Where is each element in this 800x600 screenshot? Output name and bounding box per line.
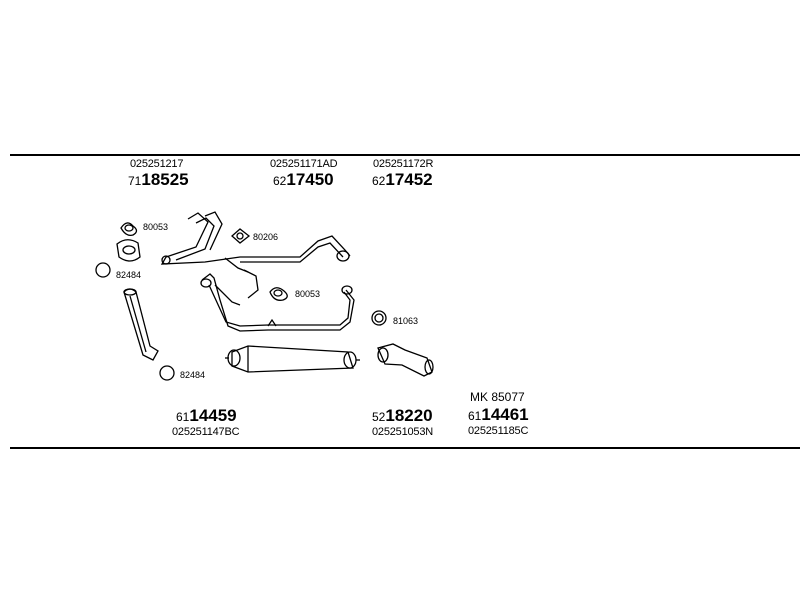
oe-number: 025251172R (373, 158, 434, 170)
tail-pipe-icon (377, 343, 434, 377)
oe-number: 025251147BC (172, 426, 240, 438)
ring-icon (159, 365, 175, 381)
mounting-kit-label: MK 85077 (470, 390, 525, 404)
part-number: 6114461 (468, 405, 529, 424)
flange-icon (116, 239, 141, 262)
y-pipe-icon (160, 211, 351, 273)
clamp-ring-icon (371, 310, 387, 326)
front-pipe-icon (123, 288, 159, 361)
bottom-rule (10, 447, 800, 449)
part-number: 7118525 (128, 170, 189, 189)
rear-y-pipe-icon (200, 269, 355, 332)
part-number: 6217452 (372, 170, 433, 189)
part-label-rear-y-pipe: 025251172R 6217452 (372, 158, 434, 190)
part-number: 5218220 (372, 406, 433, 425)
callout-gasket-2: 80206 (253, 232, 279, 242)
callout-gasket-3: 80053 (295, 289, 321, 299)
part-label-front-pipe: 025251217 7118525 (128, 158, 189, 190)
part-label-y-pipe: 025251171AD 6217450 (270, 158, 338, 190)
callout-ring-3: 82484 (180, 370, 206, 380)
callout-gasket-1: 80053 (143, 222, 169, 232)
gasket-icon (231, 228, 251, 244)
oe-number: 025251053N (372, 426, 434, 438)
part-label-bend-pipe: 6114459 025251147BC (172, 406, 240, 438)
part-number: 6114459 (176, 406, 237, 425)
oe-number: 025251171AD (270, 158, 338, 170)
oe-number: 025251217 (130, 158, 184, 170)
ring-icon (95, 262, 111, 278)
callout-ring-1: 82484 (116, 270, 142, 280)
part-number: 6217450 (273, 170, 334, 189)
muffler-icon (225, 345, 360, 373)
callout-ring-2: 81063 (393, 316, 419, 326)
gasket-icon (269, 287, 288, 301)
part-label-tail-pipe: MK 85077 6114461 025251185C (468, 390, 529, 437)
gasket-icon (120, 222, 138, 236)
top-rule (10, 154, 800, 156)
oe-number: 025251185C (468, 425, 529, 437)
part-label-muffler: 5218220 025251053N (372, 406, 433, 438)
